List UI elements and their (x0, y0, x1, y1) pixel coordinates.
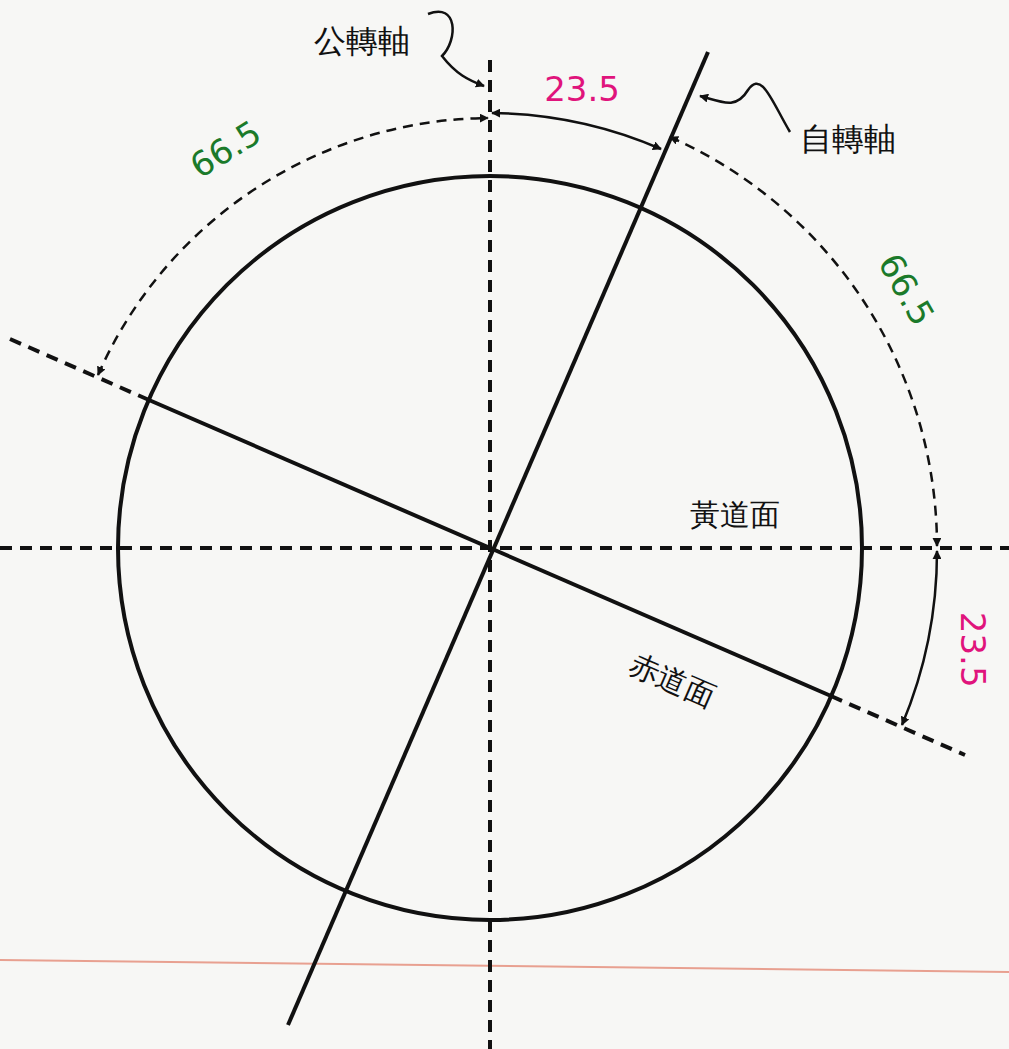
axis-label: 自轉軸 (800, 122, 896, 157)
plane-label: 黃道面 (690, 498, 780, 531)
equator-plane (149, 400, 831, 696)
angle-arc (670, 137, 937, 546)
angle-arc (492, 113, 661, 149)
axis-label: 公轉軸 (314, 24, 410, 59)
ecliptic-plane (0, 546, 1009, 550)
leader-line (428, 12, 484, 86)
earth-circle (118, 176, 862, 920)
equator-dashed (10, 339, 149, 400)
angle-arc (902, 551, 937, 725)
angle-arc (98, 118, 488, 375)
rotation-axis (288, 52, 708, 1025)
angle-value: 66.5 (184, 114, 268, 186)
angle-value: 23.5 (544, 71, 620, 108)
leader-line (700, 84, 790, 132)
equator-dashed (831, 696, 965, 755)
plane-label: 赤道面 (624, 647, 720, 713)
angle-value: 66.5 (871, 248, 941, 332)
angle-value: 23.5 (953, 612, 990, 688)
paper-line (0, 960, 1009, 972)
